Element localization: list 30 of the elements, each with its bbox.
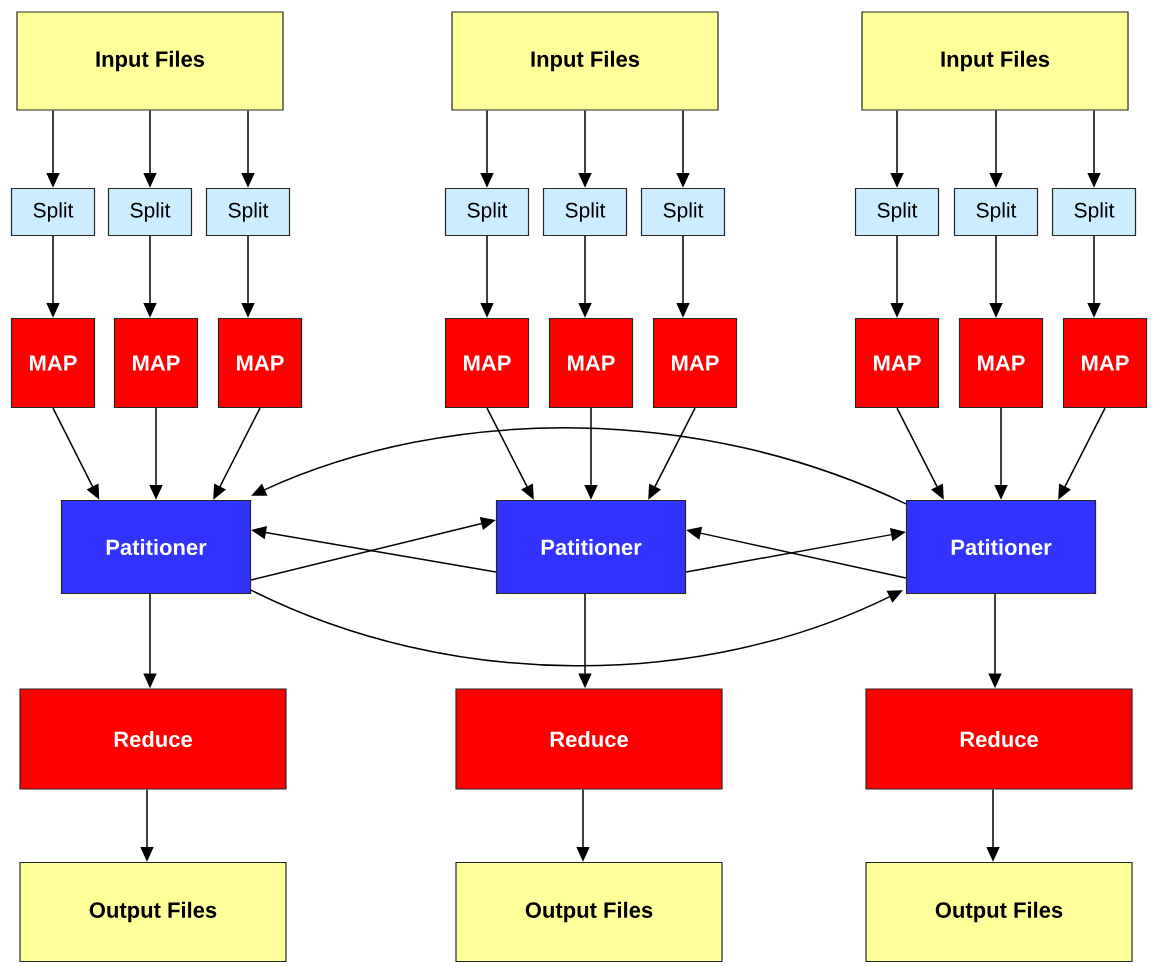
split-box: Split xyxy=(640,187,726,237)
map-box: MAP xyxy=(10,317,96,409)
map-box: MAP xyxy=(217,317,303,409)
split-box: Split xyxy=(107,187,193,237)
map-box: MAP xyxy=(113,317,199,409)
file-box: Output Files xyxy=(19,861,287,963)
split-box: Split xyxy=(1051,187,1137,237)
partitioner-box: Patitioner xyxy=(60,499,252,595)
file-box: Input Files xyxy=(451,11,719,111)
partitioner-box: Patitioner xyxy=(495,499,687,595)
map-box: MAP xyxy=(854,317,940,409)
split-box: Split xyxy=(205,187,291,237)
split-box: Split xyxy=(953,187,1039,237)
file-box: Output Files xyxy=(455,861,723,963)
reduce-box: Reduce xyxy=(19,688,287,790)
map-box: MAP xyxy=(444,317,530,409)
map-box: MAP xyxy=(958,317,1044,409)
reduce-box: Reduce xyxy=(455,688,723,790)
map-box: MAP xyxy=(548,317,634,409)
partitioner-box: Patitioner xyxy=(905,499,1097,595)
map-box: MAP xyxy=(1062,317,1148,409)
file-box: Input Files xyxy=(861,11,1129,111)
reduce-box: Reduce xyxy=(865,688,1133,790)
file-box: Input Files xyxy=(16,11,284,111)
file-box: Output Files xyxy=(865,861,1133,963)
map-box: MAP xyxy=(652,317,738,409)
split-box: Split xyxy=(542,187,628,237)
split-box: Split xyxy=(444,187,530,237)
split-box: Split xyxy=(10,187,96,237)
split-box: Split xyxy=(854,187,940,237)
